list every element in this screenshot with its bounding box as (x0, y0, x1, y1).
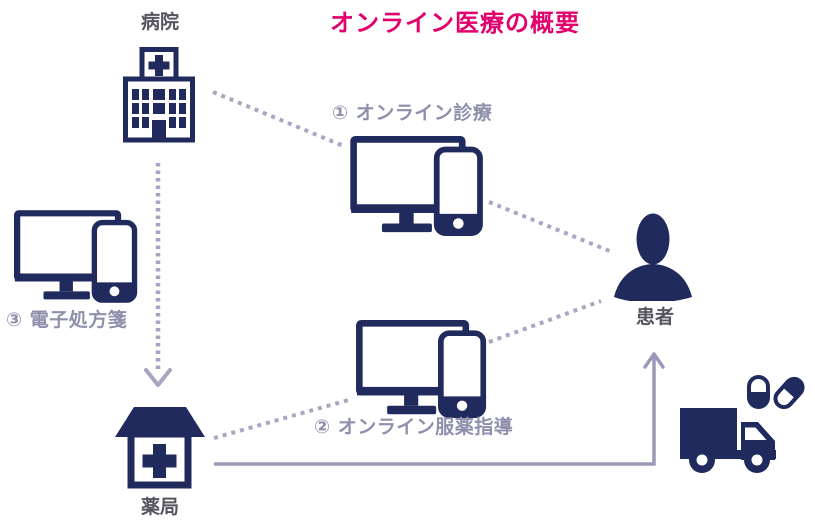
dashed-arrow-hospital-to-pharmacy (144, 163, 172, 387)
pharmacy-building-icon (115, 404, 205, 492)
delivery-truck-icon (678, 372, 810, 484)
step1-online-care-label: ① オンライン診療 (332, 102, 493, 124)
person-silhouette-icon (612, 213, 696, 301)
step3-e-prescription-label: ③ 電子処方箋 (6, 309, 128, 331)
dotted-line-hospital-to-online-care (212, 90, 347, 149)
dotted-line-medication-guidance-to-patient (488, 299, 602, 344)
page-title: オンライン医療の概要 (330, 9, 580, 37)
pharmacy-label: 薬局 (140, 496, 179, 518)
step2-medication-guidance-label: ② オンライン服薬指導 (314, 416, 514, 438)
patient-label: 患者 (635, 306, 674, 328)
hospital-building-icon (123, 47, 195, 143)
monitor-phone-icon (350, 136, 485, 236)
monitor-phone-icon (356, 320, 488, 418)
monitor-phone-icon (14, 210, 139, 303)
hospital-label: 病院 (140, 11, 179, 33)
dotted-line-online-care-to-patient (488, 200, 613, 254)
